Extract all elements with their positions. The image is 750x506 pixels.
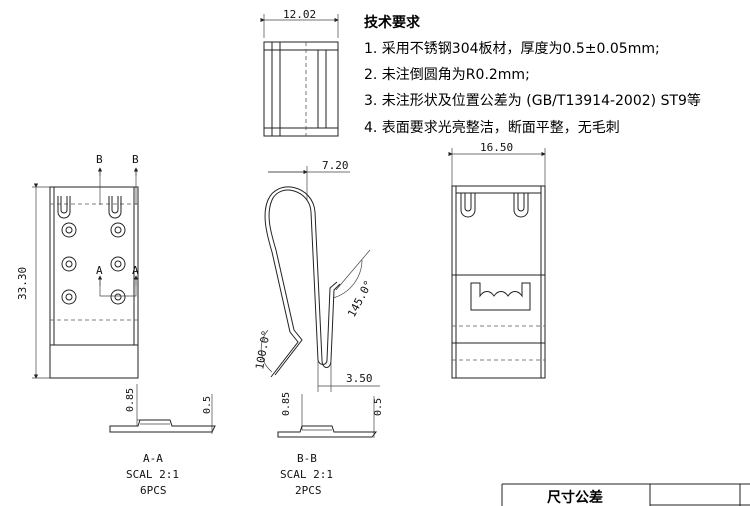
- dim-front-height: 33.30: [16, 267, 29, 300]
- dim-angle-100: 100.0°: [253, 329, 273, 370]
- section-bb: 0.85 0.5 B-B SCAL 2:1 2PCS: [277, 392, 384, 497]
- technical-notes: 技术要求 1. 采用不锈钢304板材，厚度为0.5±0.05mm; 2. 未注倒…: [364, 14, 701, 136]
- section-bb-qty: 2PCS: [295, 484, 322, 497]
- note-item-2: 2. 未注倒圆角为R0.2mm;: [364, 67, 530, 83]
- dim-bb-05: 0.5: [373, 398, 384, 416]
- marker-a-left: A: [96, 264, 103, 277]
- dim-bb-085: 0.85: [281, 392, 292, 416]
- marker-b-right: B: [132, 153, 139, 166]
- title-block: 尺寸公差: [501, 483, 750, 506]
- note-item-3: 3. 未注形状及位置公差为 (GB/T13914-2002) ST9等: [364, 92, 701, 109]
- section-aa-scale: SCAL 2:1: [126, 468, 179, 481]
- dim-angle-145: 145.0°: [345, 278, 375, 319]
- notes-title: 技术要求: [364, 14, 421, 31]
- title-block-header: 尺寸公差: [547, 489, 603, 506]
- note-item-4: 4. 表面要求光亮整洁，断面平整，无毛刺: [364, 119, 620, 136]
- side-view: 7.20 145.0° 100.0° 3.50: [253, 159, 380, 392]
- right-view: 16.50: [448, 141, 546, 379]
- dim-side-width: 7.20: [322, 159, 349, 172]
- section-aa-qty: 6PCS: [140, 484, 167, 497]
- section-aa: 0.85 0.5 A-A SCAL 2:1 6PCS: [109, 384, 216, 497]
- section-bb-name: B-B: [297, 452, 317, 465]
- note-item-1: 1. 采用不锈钢304板材，厚度为0.5±0.05mm;: [364, 41, 660, 57]
- dim-top-width: 12.02: [283, 8, 316, 21]
- marker-a-right: A: [132, 264, 139, 277]
- front-view: 33.30 B B A A: [16, 153, 139, 379]
- dim-gap-350: 3.50: [346, 372, 373, 385]
- dim-aa-085: 0.85: [125, 388, 136, 412]
- top-view: 12.02: [260, 8, 339, 137]
- section-bb-scale: SCAL 2:1: [280, 468, 333, 481]
- dim-right-width: 16.50: [480, 141, 513, 154]
- marker-b-left: B: [96, 153, 103, 166]
- dim-aa-05: 0.5: [202, 396, 213, 414]
- section-aa-name: A-A: [143, 452, 163, 465]
